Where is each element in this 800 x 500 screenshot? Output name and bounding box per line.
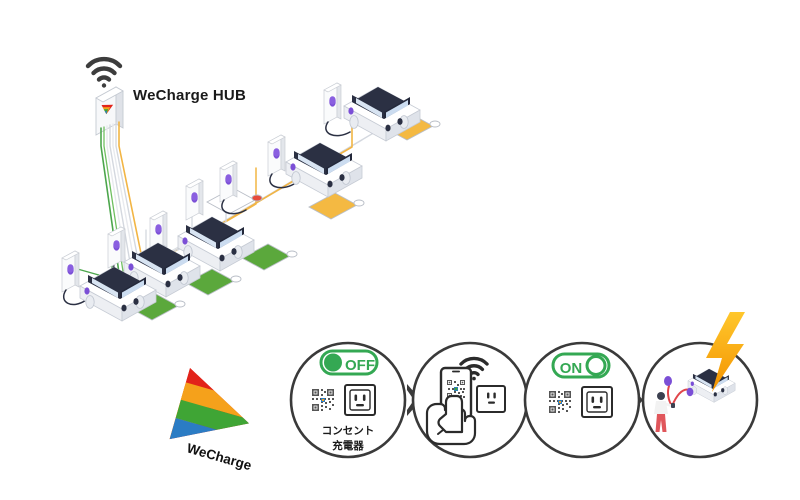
parking-marker	[185, 268, 242, 296]
parking-markers	[129, 113, 441, 321]
hub-label: WeCharge HUB	[133, 87, 246, 104]
wecharge-hub-unit	[95, 86, 124, 136]
power-outlet-icon	[344, 384, 376, 416]
toggle-off-label: OFF	[345, 357, 375, 374]
lightning-bolt-icon	[706, 312, 745, 392]
wifi-icon	[85, 56, 123, 88]
power-outlet-icon	[581, 386, 613, 418]
outlet-caption: コンセント	[322, 425, 375, 437]
parking-marker	[308, 192, 365, 220]
pointing-finger	[437, 394, 464, 434]
qr-code-icon	[311, 388, 335, 412]
qr-code-icon	[548, 390, 572, 414]
flow-step-charging	[641, 312, 759, 459]
flow-step-on: ON	[523, 341, 641, 459]
person-icon	[654, 392, 675, 432]
toggle-on-label: ON	[560, 360, 583, 377]
flow-step-scan	[411, 341, 529, 459]
toggle-on-icon[interactable]: ON	[551, 352, 611, 379]
car-port-icon	[686, 387, 694, 397]
parking-marker	[241, 243, 298, 271]
flow-step-off: OFF	[289, 341, 407, 459]
power-outlet-icon	[476, 385, 506, 413]
charger-caption: 充電器	[332, 439, 364, 452]
toggle-off-icon[interactable]: OFF	[319, 349, 379, 376]
charge-connector-icon	[664, 376, 672, 386]
